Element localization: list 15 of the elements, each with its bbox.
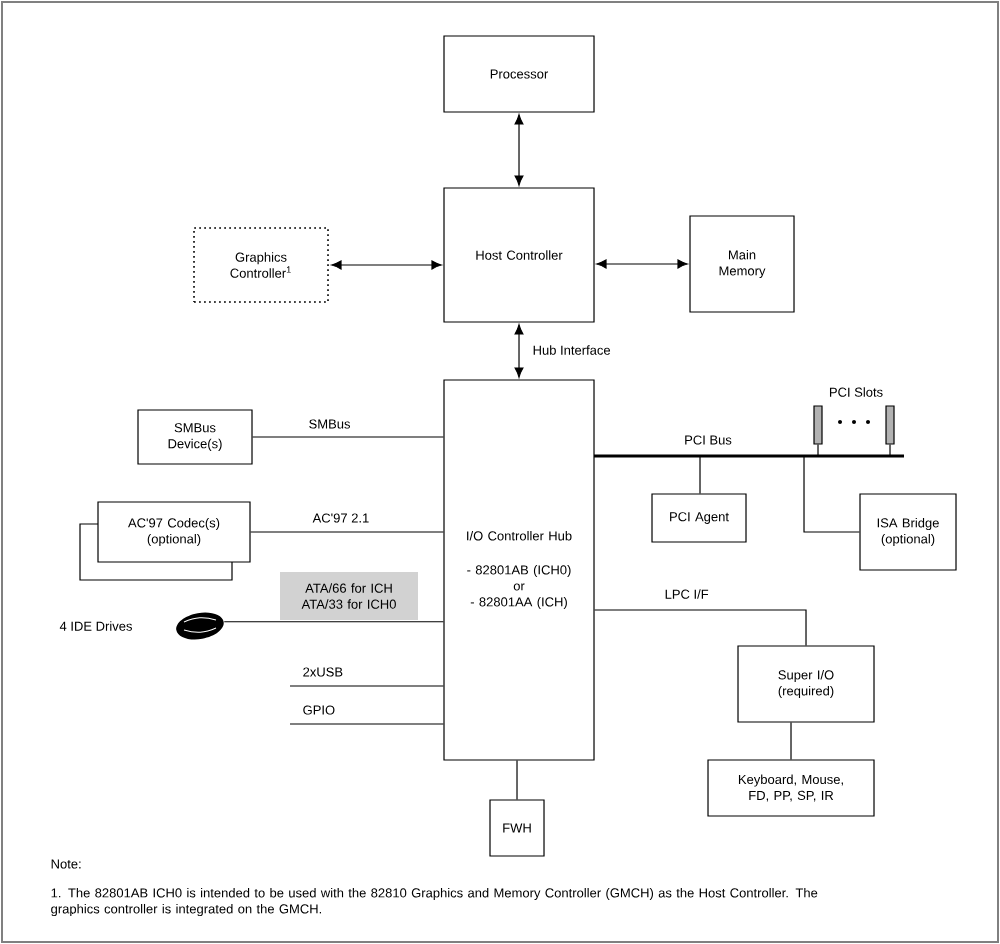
pci-slot	[885, 405, 895, 445]
connector	[252, 436, 444, 438]
connector	[790, 722, 792, 760]
connector	[250, 531, 444, 533]
connector	[594, 444, 891, 457]
connector	[223, 621, 444, 623]
connector	[514, 114, 524, 186]
connector	[331, 260, 442, 270]
pci-slot	[813, 405, 823, 445]
connector	[289, 723, 444, 725]
connector	[596, 259, 688, 269]
connector	[514, 324, 524, 378]
connector	[289, 685, 444, 687]
connector	[594, 609, 807, 646]
connector	[516, 760, 518, 800]
